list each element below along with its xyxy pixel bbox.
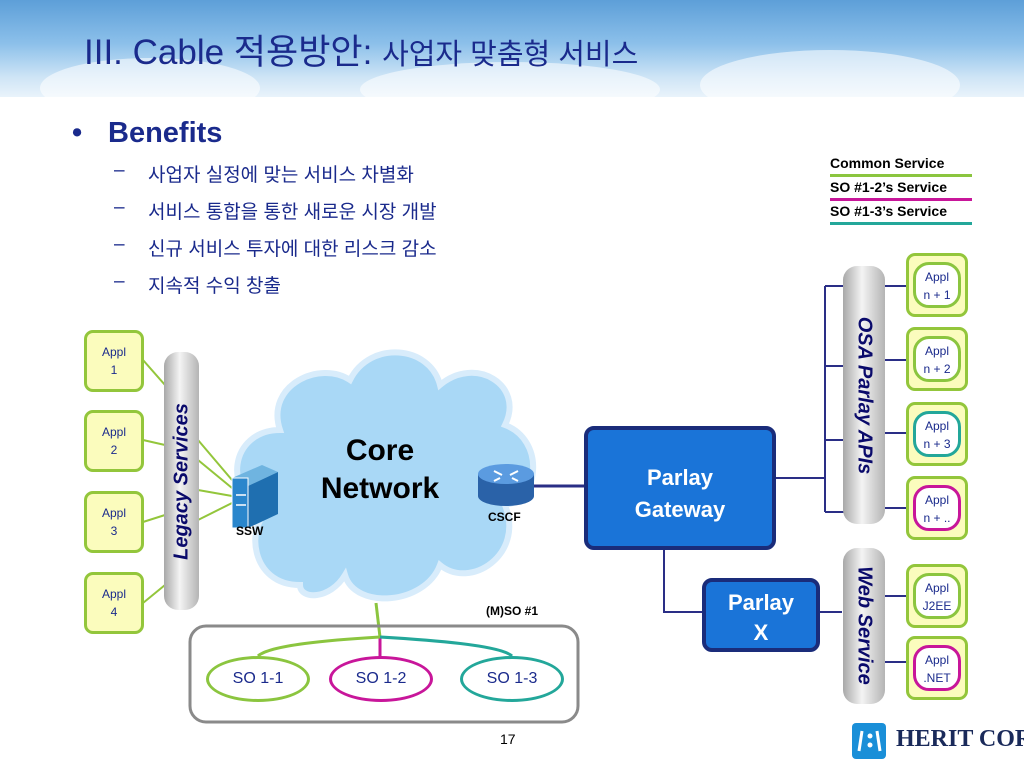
title-sub: 사업자 맞춤형 서비스 xyxy=(382,39,639,71)
legend-line-so12 xyxy=(830,198,972,201)
so-1-2-node: SO 1-2 xyxy=(329,656,433,702)
legend-so12-service: SO #1-2’s Service xyxy=(830,179,948,195)
legend-line-common xyxy=(830,174,972,177)
web-service-label: Web Service xyxy=(853,566,876,685)
mso-container xyxy=(188,624,580,724)
benefit-item-2: 서비스 통합을 통한 새로운 시장 개발 xyxy=(72,197,437,224)
benefits-list: Benefits 사업자 실정에 맞는 서비스 차별화 서비스 통합을 통한 새… xyxy=(72,117,437,298)
legend-so13-service: SO #1-3’s Service xyxy=(830,203,948,219)
so-1-3-node: SO 1-3 xyxy=(460,656,564,702)
osa-parlay-apis-label: OSA Parlay APIs xyxy=(853,316,876,475)
page-number: 17 xyxy=(500,731,516,747)
osa-parlay-apis-pill xyxy=(843,266,885,524)
cscf-router-icon xyxy=(478,464,534,506)
benefit-item-1: 사업자 실정에 맞는 서비스 차별화 xyxy=(72,160,437,187)
ssw-label: SSW xyxy=(236,524,264,538)
header-banner: III. Cable 적용방안: 사업자 맞춤형 서비스 xyxy=(0,0,1024,97)
company-logo-text: HERIT CORP. xyxy=(896,726,1024,752)
so-1-1-node: SO 1-1 xyxy=(206,656,310,702)
legacy-services-pill xyxy=(164,352,199,610)
appl-dotnet-box: Appl.NET xyxy=(906,636,968,700)
title-main: III. Cable 적용방안: xyxy=(84,33,373,72)
page-title: III. Cable 적용방안: 사업자 맞춤형 서비스 xyxy=(84,24,638,75)
legacy-services-label: Legacy Services xyxy=(170,403,193,560)
legend-line-so13 xyxy=(830,222,972,225)
mso-label: (M)SO #1 xyxy=(486,604,539,618)
legend-common-service: Common Service xyxy=(830,155,945,171)
herit-logo-icon xyxy=(852,723,886,759)
benefit-item-3: 신규 서비스 투자에 대한 리스크 감소 xyxy=(72,234,437,261)
benefits-heading: Benefits xyxy=(72,117,437,150)
core-network-cloud xyxy=(234,349,537,602)
ssw-switch-icon xyxy=(231,465,278,529)
cscf-label: CSCF xyxy=(488,510,521,524)
web-service-pill xyxy=(843,548,885,704)
benefit-item-4: 지속적 수익 창출 xyxy=(72,271,437,298)
